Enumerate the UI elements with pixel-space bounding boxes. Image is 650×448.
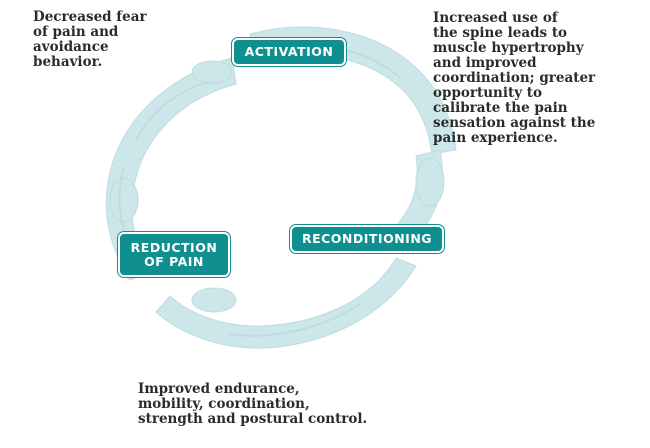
figure-top (191, 60, 233, 84)
cycle-arrow-bottom (155, 257, 417, 349)
cycle-streaks (118, 44, 401, 337)
figure-right (415, 157, 445, 207)
figure-bottom (191, 287, 237, 313)
note-improved-endurance: Improved endurance, mobility, coordinati… (138, 381, 368, 427)
stage-reduction-of-pain: REDUCTION OF PAIN (118, 232, 230, 277)
note-decreased-fear: Decreased fear of pain and avoidance beh… (33, 9, 147, 70)
figure-left (109, 177, 139, 223)
stage-activation: ACTIVATION (232, 38, 346, 66)
note-increased-use: Increased use of the spine leads to musc… (433, 10, 596, 146)
stage-reconditioning: RECONDITIONING (290, 225, 444, 253)
